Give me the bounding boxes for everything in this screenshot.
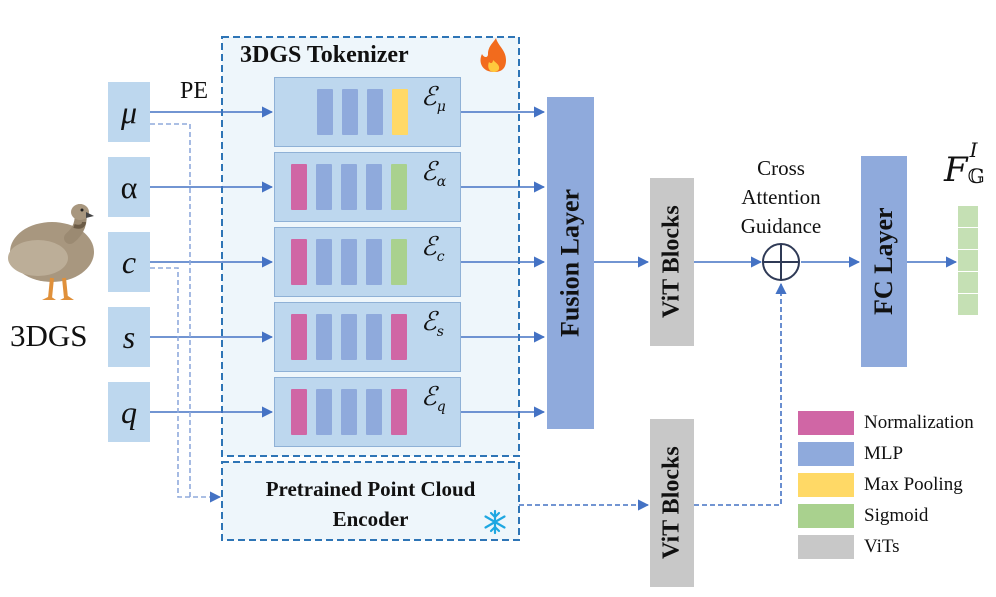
encoder-symbol-base: ℰ: [421, 382, 437, 412]
encoder-symbol-alpha: ℰα: [421, 157, 446, 190]
bar-mlp: [341, 164, 357, 210]
bar-norm: [291, 314, 307, 360]
pretrained-encoder-line2: Encoder: [332, 507, 409, 531]
tokenizer-row-alpha: ℰα: [274, 152, 461, 222]
output-cell: [958, 294, 978, 316]
fusion-layer-label: Fusion Layer: [555, 188, 585, 338]
output-cell: [958, 206, 978, 228]
bar-mlp: [316, 164, 332, 210]
bar-mlp: [316, 314, 332, 360]
tokenizer-row-mu: ℰμ: [274, 77, 461, 147]
encoder-symbol-base: ℰ: [421, 157, 437, 187]
cross-attention-line1: Cross: [757, 156, 805, 180]
bar-sigmoid: [391, 164, 407, 210]
input-box-c: c: [108, 232, 150, 292]
output-vector: [958, 206, 978, 316]
bar-mlp: [366, 314, 382, 360]
legend-swatch-vit: [798, 535, 854, 559]
encoder-symbol-s: ℰs: [421, 307, 444, 340]
legend-label-maxpool: Max Pooling: [864, 474, 963, 495]
goose-illustration: [8, 204, 94, 300]
fc-layer: FC Layer: [861, 156, 907, 367]
fc-layer-label: FC Layer: [869, 207, 898, 316]
pe-label: PE: [180, 78, 209, 104]
encoder-symbol-q: ℰq: [421, 382, 446, 415]
legend-label-sigmoid: Sigmoid: [864, 505, 929, 526]
pretrained-encoder-label: Pretrained Point Cloud Encoder: [222, 474, 519, 534]
dashed-c-to-encoder: [150, 267, 222, 503]
input-box-alpha: α: [108, 157, 150, 217]
fire-icon: [480, 38, 506, 72]
bar-norm: [291, 164, 307, 210]
input-box-mu: μ: [108, 82, 150, 142]
encoder-symbol-base: ℰ: [421, 232, 437, 262]
bar-maxpool: [392, 89, 408, 135]
encoder-symbol-mu: ℰμ: [421, 82, 446, 115]
pretrained-encoder-line1: Pretrained Point Cloud: [265, 477, 476, 501]
fusion-layer: Fusion Layer: [547, 97, 594, 429]
input-box-s: s: [108, 307, 150, 367]
oplus-symbol: [762, 243, 800, 281]
encoder-symbol-base: ℰ: [421, 82, 437, 112]
encoder-symbol-c: ℰc: [421, 232, 445, 265]
encoder-symbol-base: ℰ: [421, 307, 437, 337]
snowflake-icon: [484, 509, 506, 535]
bar-mlp: [342, 89, 358, 135]
output-subscript: 𝔾: [967, 164, 985, 188]
legend-label-mlp: MLP: [864, 443, 904, 464]
vit-blocks-bottom-label: ViT Blocks: [658, 446, 685, 560]
bar-norm: [291, 239, 307, 285]
output-cell: [958, 272, 978, 294]
gaussian-label: 3DGS: [10, 318, 88, 353]
legend-swatch-mlp: [798, 442, 854, 466]
bar-mlp: [366, 164, 382, 210]
encoder-symbol-subscript: α: [436, 174, 447, 191]
bar-mlp: [367, 89, 383, 135]
legend-swatch-sigmoid: [798, 504, 854, 528]
bar-sigmoid: [391, 239, 407, 285]
bar-mlp: [341, 314, 357, 360]
bar-mlp: [366, 239, 382, 285]
tokenizer-row-s: ℰs: [274, 302, 461, 372]
cross-attention-line2: Attention: [741, 185, 821, 209]
bar-mlp: [316, 239, 332, 285]
bar-mlp: [366, 389, 382, 435]
output-base: F: [944, 150, 968, 190]
cross-attention-label: Cross Attention Guidance: [714, 154, 848, 241]
bar-norm: [391, 389, 407, 435]
dashed-mu-to-encoder: [150, 123, 191, 497]
encoder-symbol-subscript: q: [436, 399, 446, 416]
bar-mlp: [341, 239, 357, 285]
cross-attention-line3: Guidance: [740, 214, 822, 238]
dashed-vit-oplus: [694, 282, 787, 506]
legend-label-vit: ViTs: [864, 536, 900, 557]
bar-mlp: [317, 89, 333, 135]
tokenizer-title: 3DGS Tokenizer: [240, 42, 409, 68]
pretrained-encoder-frame: [221, 461, 520, 541]
bar-norm: [291, 389, 307, 435]
output-symbol: F I 𝔾: [944, 138, 985, 190]
legend-swatch-norm: [798, 411, 854, 435]
tokenizer-row-c: ℰc: [274, 227, 461, 297]
encoder-symbol-subscript: c: [436, 249, 445, 266]
encoder-symbol-subscript: μ: [436, 99, 446, 116]
vit-blocks-top: ViT Blocks: [650, 178, 694, 346]
output-superscript: I: [969, 138, 978, 162]
tokenizer-row-q: ℰq: [274, 377, 461, 447]
encoder-symbol-subscript: s: [436, 324, 444, 341]
vit-blocks-top-label: ViT Blocks: [658, 205, 685, 319]
bar-mlp: [341, 389, 357, 435]
bar-mlp: [316, 389, 332, 435]
legend-label-norm: Normalization: [864, 412, 974, 433]
input-box-q: q: [108, 382, 150, 442]
vit-blocks-bottom: ViT Blocks: [650, 419, 694, 587]
bar-norm: [391, 314, 407, 360]
output-cell: [958, 228, 978, 250]
output-cell: [958, 250, 978, 272]
legend-swatch-maxpool: [798, 473, 854, 497]
